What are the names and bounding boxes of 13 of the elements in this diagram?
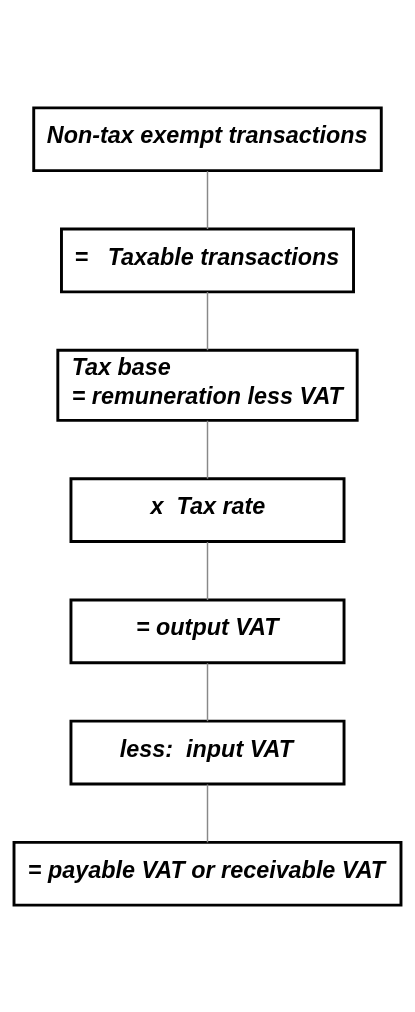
node-box: = output VAT bbox=[69, 598, 346, 664]
connector bbox=[206, 290, 209, 351]
node-box: = Taxable transactions bbox=[60, 227, 355, 293]
node-box: Non-tax exempt transactions bbox=[32, 105, 383, 172]
connector bbox=[206, 419, 209, 479]
node-box: Tax base = remuneration less VAT bbox=[56, 348, 359, 422]
node-box: x Tax rate bbox=[69, 476, 346, 543]
node-box: = payable VAT or receivable VAT bbox=[12, 840, 403, 907]
connector bbox=[206, 662, 209, 722]
connector bbox=[206, 169, 209, 230]
node-box: less: input VAT bbox=[69, 719, 346, 785]
connector bbox=[206, 783, 209, 843]
connector bbox=[206, 540, 209, 601]
